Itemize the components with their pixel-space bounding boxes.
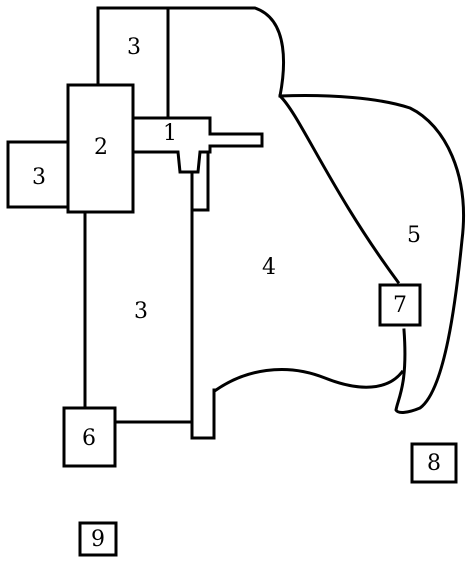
box-9-label: 9 — [91, 527, 105, 552]
region-3-top-outline — [96, 6, 170, 120]
region-4-outer-boundary — [166, 6, 401, 285]
region-3-top-label: 3 — [127, 35, 141, 60]
region-1-label: 1 — [163, 121, 177, 146]
box-8 — [410, 442, 458, 484]
box-9 — [78, 521, 118, 557]
region-3-4-divider — [190, 148, 210, 212]
region-5-outline — [278, 94, 465, 414]
region-3-middle-label: 3 — [134, 299, 148, 324]
region-3-left-label: 3 — [32, 165, 46, 190]
region-3-left-box — [6, 140, 70, 209]
region-5-label: 5 — [407, 223, 421, 248]
region-2-label: 2 — [94, 135, 108, 160]
box-7-label: 7 — [393, 293, 407, 318]
region-4-label: 4 — [262, 255, 276, 280]
box-6 — [62, 406, 117, 468]
box-7 — [378, 283, 422, 327]
region-1-shape — [131, 116, 264, 174]
box-8-label: 8 — [427, 451, 441, 476]
box-6-label: 6 — [82, 426, 96, 451]
region-3-right-wall — [190, 208, 216, 440]
region-4-bottom-boundary — [213, 367, 405, 393]
